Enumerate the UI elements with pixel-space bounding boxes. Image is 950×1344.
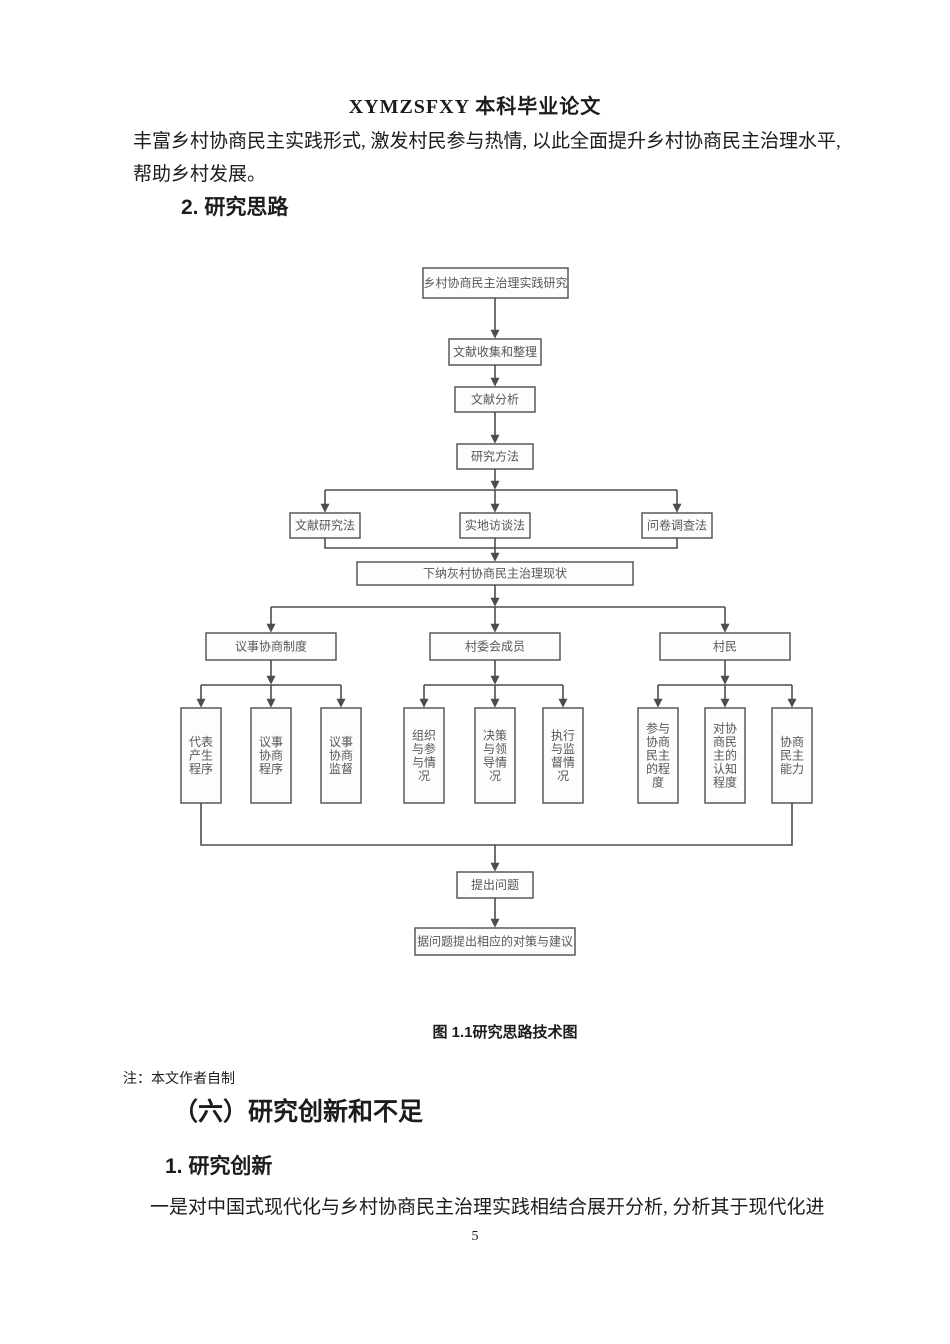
figure-caption: 图 1.1研究思路技术图	[432, 1024, 578, 1041]
flow-node-sub-supervision: 议事协商监督	[320, 707, 362, 804]
flow-node-label: 村委会成员	[465, 640, 525, 654]
flow-connector	[200, 803, 793, 846]
flow-node-label: 代表产生程序	[189, 735, 213, 776]
flow-node-sub-representative: 代表产生程序	[180, 707, 222, 804]
flow-node-problems: 提出问题	[456, 871, 534, 899]
flow-node-label: 对协商民主的认知程度	[713, 721, 737, 790]
flow-node-method-survey: 问卷调查法	[641, 512, 713, 539]
flow-node-sub-ability: 协商民主能力	[771, 707, 813, 804]
flow-node-cat-committee: 村委会成员	[429, 632, 561, 661]
flow-node-cat-system: 议事协商制度	[205, 632, 337, 661]
page-number: 5	[471, 1229, 479, 1244]
flow-node-collect: 文献收集和整理	[448, 338, 542, 366]
flow-node-label: 议事协商监督	[329, 735, 353, 776]
flow-node-label: 下纳灰村协商民主治理现状	[423, 566, 567, 581]
flow-node-label: 议事协商制度	[235, 639, 307, 654]
flow-node-label: 文献收集和整理	[453, 344, 537, 359]
flow-node-label: 参与协商民主的程度	[646, 721, 670, 790]
flow-node-label: 乡村协商民主治理实践研究	[423, 275, 567, 290]
intro-paragraph-line-2: 帮助乡村发展。	[133, 164, 267, 185]
flow-node-method-interview: 实地访谈法	[459, 512, 531, 539]
heading-section-six: （六）研究创新和不足	[173, 1098, 424, 1126]
flow-node-analyze: 文献分析	[454, 386, 536, 413]
flow-node-topic: 乡村协商民主治理实践研究	[422, 267, 569, 299]
flow-node-label: 文献研究法	[295, 518, 355, 533]
flow-node-methods: 研究方法	[456, 443, 534, 470]
innovation-paragraph-line: 一是对中国式现代化与乡村协商民主治理实践相结合展开分析, 分析其于现代化进	[150, 1197, 825, 1218]
flow-node-label: 议事协商程序	[259, 735, 283, 776]
flow-node-sub-procedure: 议事协商程序	[250, 707, 292, 804]
flow-node-label: 研究方法	[471, 449, 519, 464]
flow-node-sub-decision: 决策与领导情况	[474, 707, 516, 804]
flow-node-sub-organization: 组织与参与情况	[403, 707, 445, 804]
flow-node-label: 实地访谈法	[465, 518, 525, 533]
flowchart-edges	[196, 298, 797, 928]
flow-node-label: 组织与参与情况	[412, 728, 436, 783]
flow-node-sub-cognition: 对协商民主的认知程度	[704, 707, 746, 804]
flow-node-label: 执行与监督情况	[551, 728, 575, 783]
flow-node-sub-participation: 参与协商民主的程度	[637, 707, 679, 804]
figure-note: 注：本文作者自制	[123, 1072, 235, 1087]
flow-node-cat-villagers: 村民	[659, 632, 791, 661]
research-flowchart: 乡村协商民主治理实践研究文献收集和整理文献分析研究方法文献研究法 实地访谈法 问卷调…	[180, 258, 830, 973]
flow-node-status: 下纳灰村协商民主治理现状	[356, 561, 634, 586]
flow-node-label: 协商民主能力	[780, 734, 804, 776]
flow-node-label: 决策与领导情况	[483, 728, 507, 783]
flow-node-sub-execution: 执行与监督情况	[542, 707, 584, 804]
flow-node-solutions: 据问题提出相应的对策与建议	[414, 927, 576, 956]
heading-innovation: 1. 研究创新	[165, 1155, 273, 1178]
page-header-title: XYMZSFXY 本科毕业论文	[348, 96, 602, 118]
flow-node-label: 文献分析	[471, 392, 519, 407]
heading-research-approach: 2. 研究思路	[181, 196, 289, 219]
flow-node-method-literature: 文献研究法	[289, 512, 361, 539]
flow-node-label: 提出问题	[471, 877, 519, 892]
flow-node-label: 问卷调查法	[647, 518, 707, 533]
flow-node-label: 据问题提出相应的对策与建议	[417, 934, 573, 949]
intro-paragraph-line-1: 丰富乡村协商民主实践形式, 激发村民参与热情, 以此全面提升乡村协商民主治理水平…	[133, 131, 841, 152]
flow-connector	[324, 538, 678, 549]
flow-node-label: 村民	[713, 640, 737, 654]
